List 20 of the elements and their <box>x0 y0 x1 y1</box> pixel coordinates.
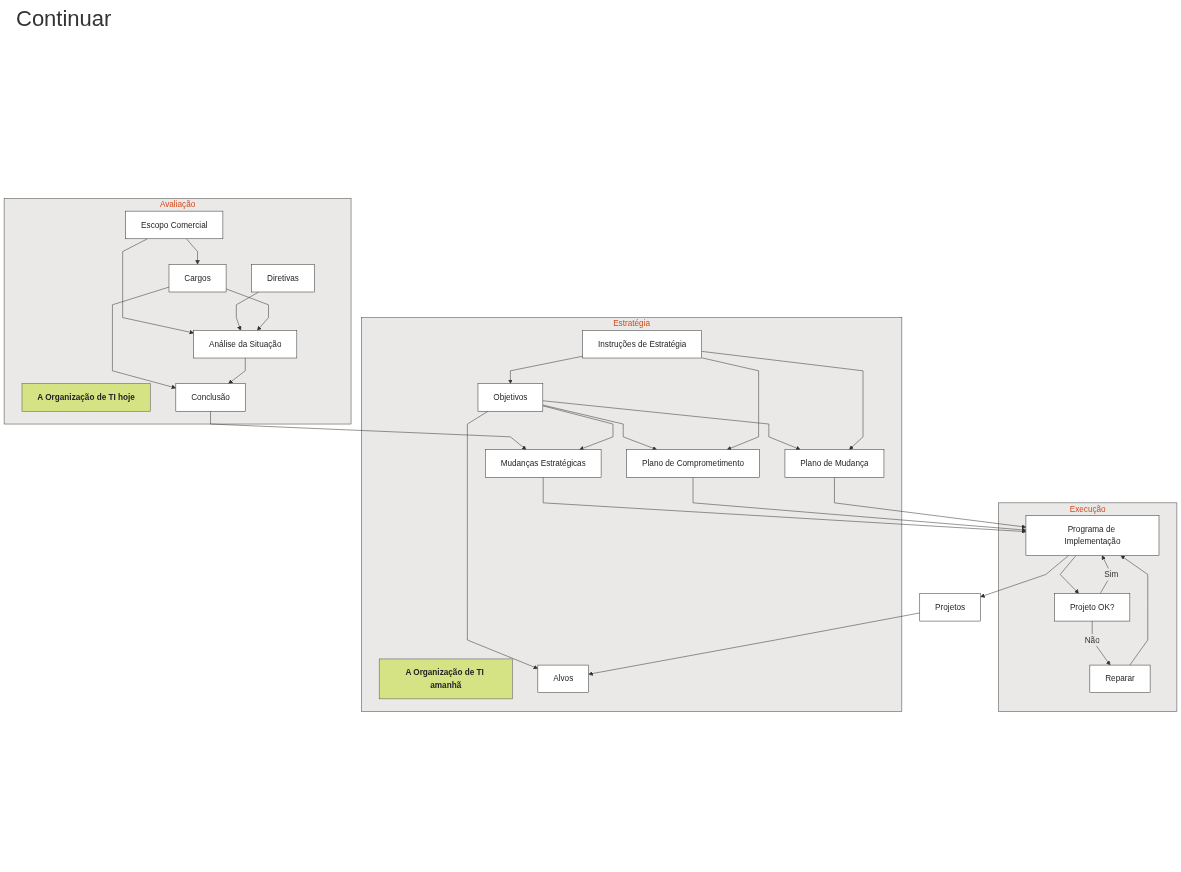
node-box: Análise da Situação <box>193 330 298 359</box>
node-box: Programa de Implementação <box>1025 515 1160 556</box>
node-box: Alvos <box>537 664 589 693</box>
node-box: Plano de Mudança <box>784 449 885 478</box>
node-box: Mudanças Estratégicas <box>485 449 602 478</box>
node-box: Cargos <box>168 264 227 293</box>
node-box: Escopo Comercial <box>125 210 224 240</box>
node-box: A Organização de TI amanhã <box>378 658 513 700</box>
node-box: Instruções de Estratégia <box>582 330 702 359</box>
node-box: Objetivos <box>477 383 544 412</box>
node-box: Diretivas <box>251 264 315 293</box>
node-box: Projetos <box>919 593 981 622</box>
edge-label: Sim <box>1104 569 1119 579</box>
node-box: A Organização de TI hoje <box>21 383 151 412</box>
node-box: Plano de Comprometimento <box>626 449 760 478</box>
node-box: Reparar <box>1089 664 1151 693</box>
node-box: Conclusão <box>175 383 246 412</box>
note-text: Continuar <box>16 6 112 31</box>
edge-label: Não <box>1084 635 1100 645</box>
node-box: Projeto OK? <box>1054 593 1131 622</box>
